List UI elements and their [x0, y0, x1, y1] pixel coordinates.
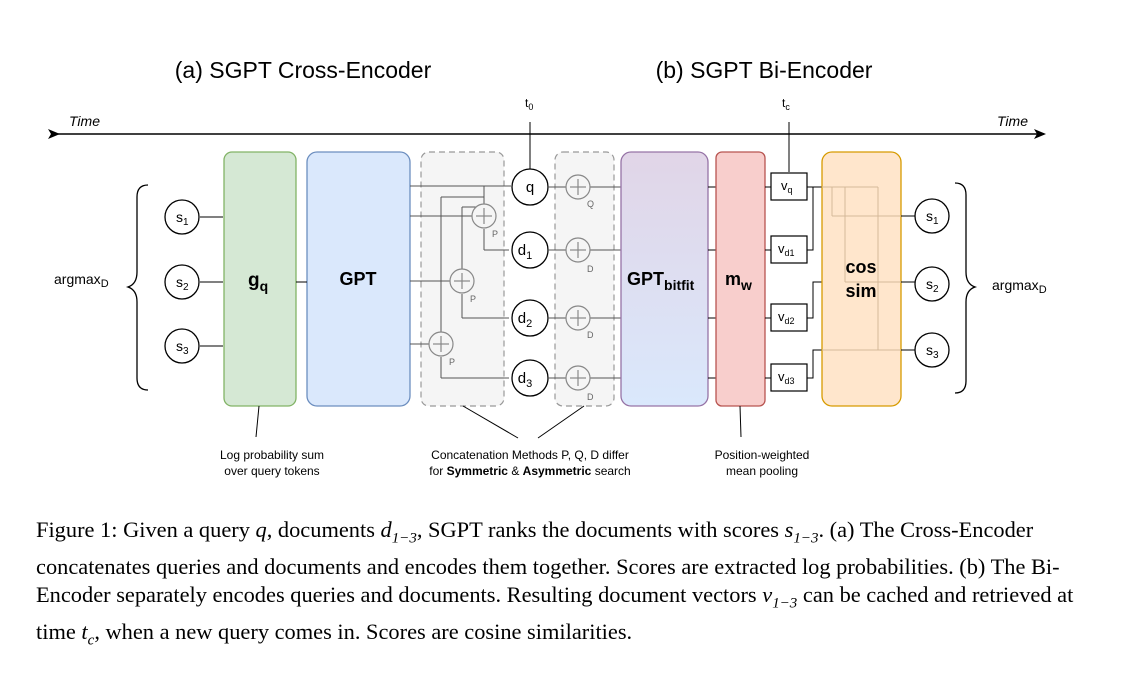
q-label: Q	[587, 199, 594, 209]
vector-vd3-label: vd3	[778, 369, 795, 386]
score-circle-s2	[164, 264, 200, 300]
vector-vd1	[770, 235, 808, 264]
right-score-label-s3: s3	[926, 342, 939, 361]
gpt-bitfit-label: GPTbitfit	[627, 269, 695, 293]
node-q-label: q	[526, 179, 534, 196]
gq-label: gq	[248, 270, 268, 294]
left-brace	[125, 184, 149, 391]
right-brace	[954, 182, 978, 394]
gpt-label: GPT	[339, 269, 376, 289]
concat-box-qd	[554, 151, 615, 407]
time-label-left: Time	[69, 113, 100, 129]
right-score-circle-s2	[914, 266, 950, 302]
node-d2-label: d2	[518, 310, 532, 330]
vector-vq-label: vq	[781, 178, 793, 195]
log-prob-annotation-1: Log probability sum	[220, 448, 324, 462]
vector-vd3	[770, 363, 808, 392]
node-d1-label: d1	[518, 242, 532, 262]
concat-annotation-1: Concatenation Methods P, Q, D differ	[431, 448, 629, 462]
t0-marker-label: t0	[525, 96, 533, 112]
right-score-circle-s3	[914, 332, 950, 368]
d-label-3: D	[587, 392, 594, 402]
vector-vd2-label: vd2	[778, 309, 795, 326]
p-label-3: P	[449, 357, 455, 367]
right-score-label-s2: s2	[926, 276, 939, 295]
pooling-annotation-2: mean pooling	[726, 464, 798, 478]
right-score-label-s1: s1	[926, 208, 939, 227]
query-doc-nodes: q d1 d2 d3	[511, 168, 549, 397]
p-label-1: P	[492, 229, 498, 239]
sim-label: sim	[845, 281, 876, 301]
score-circle-s3	[164, 328, 200, 364]
score-label-s3: s3	[176, 338, 189, 357]
p-label-2: P	[470, 294, 476, 304]
mw-label: mw	[725, 269, 752, 293]
concat-annotation-2: for Symmetric & Asymmetric search	[429, 464, 630, 478]
time-label-right: Time	[997, 113, 1028, 129]
gpt-block	[306, 151, 411, 407]
cross-encoder-title: (a) SGPT Cross-Encoder	[175, 57, 432, 83]
bi-encoder-title: (b) SGPT Bi-Encoder	[656, 57, 873, 83]
pooling-annotation-1: Position-weighted	[715, 448, 810, 462]
tc-marker-label: tc	[782, 96, 790, 112]
cos-sim-block	[821, 151, 902, 407]
vector-vq	[770, 172, 808, 201]
d-label-2: D	[587, 330, 594, 340]
vector-vd1-label: vd1	[778, 241, 795, 258]
vector-boxes: vq vd1 vd2 vd3	[770, 172, 808, 392]
p-wiring	[410, 185, 511, 379]
node-d3-label: d3	[518, 370, 532, 390]
score-label-s2: s2	[176, 274, 189, 293]
left-scores: s1 s2 s3	[164, 199, 223, 364]
figure-caption: Figure 1: Given a query q, documents d1−…	[36, 517, 1074, 649]
argmax-right: argmaxD	[992, 277, 1047, 296]
sgpt-diagram: (a) SGPT Cross-Encoder (b) SGPT Bi-Encod…	[48, 57, 1047, 478]
argmax-left: argmaxD	[54, 271, 109, 290]
right-score-circle-s1	[914, 198, 950, 234]
gpt-bitfit-block	[620, 151, 709, 407]
log-prob-annotation-2: over query tokens	[224, 464, 319, 478]
gq-block	[223, 151, 297, 407]
cos-label: cos	[845, 257, 876, 277]
d-label-1: D	[587, 264, 594, 274]
score-circle-s1	[164, 199, 200, 235]
score-label-s1: s1	[176, 209, 189, 228]
right-scores: s1 s2 s3	[901, 198, 950, 368]
